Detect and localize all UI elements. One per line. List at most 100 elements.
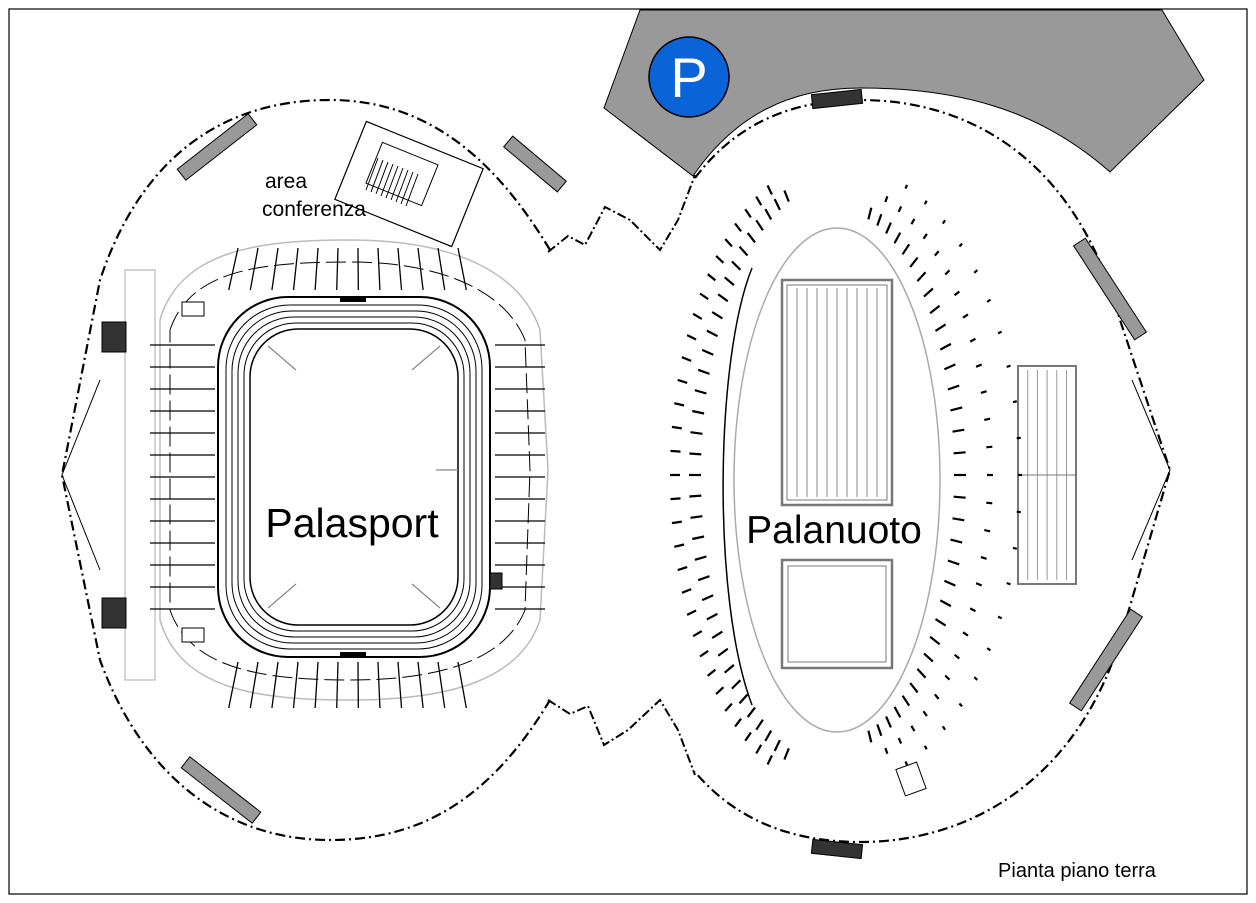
plan-line: [385, 165, 399, 199]
plan-line: [941, 725, 947, 731]
plan-line: [909, 256, 919, 268]
plan-line: [910, 725, 916, 732]
plan-line: [715, 255, 725, 264]
palasport-south-gate: [340, 652, 366, 658]
palasport-outer-wall: [60, 98, 551, 842]
plan-line: [699, 292, 709, 301]
plan-line: [731, 260, 742, 271]
plan-line: [943, 579, 956, 587]
plan-line: [764, 729, 773, 742]
plan-line: [690, 515, 703, 519]
plan-line: [292, 247, 299, 291]
plan-line: [885, 716, 892, 728]
plan-line: [933, 693, 940, 700]
palanuoto-stand-ne: [1072, 237, 1148, 341]
palasport-corner-marks: [267, 345, 458, 609]
palasport-west-ramp: [124, 269, 156, 681]
plan-line: [715, 686, 725, 695]
plan-line: [706, 329, 719, 338]
palasport-stand-sw: [180, 756, 262, 824]
palanuoto-north-entrance: [810, 88, 864, 110]
plan-line: [692, 312, 703, 320]
palasport-track-lane-2: [231, 310, 477, 644]
palasport-west-wedge: [61, 379, 101, 571]
plan-line: [897, 205, 903, 213]
plan-line: [681, 588, 692, 594]
plan-line: [986, 501, 993, 505]
plan-line: [249, 247, 259, 291]
plan-line: [944, 269, 951, 276]
conference-label-line2: conferenza: [262, 198, 366, 221]
plan-line: [901, 243, 911, 255]
palasport-track-lane-1: [225, 304, 483, 650]
plan-line: [975, 363, 983, 368]
plan-line: [958, 702, 963, 708]
palasport-arena-floor: [249, 328, 459, 626]
plan-line: [692, 409, 705, 415]
plan-line: [228, 661, 239, 709]
plan-line: [997, 615, 1003, 620]
plan-line: [923, 745, 928, 750]
palasport-label: Palasport: [265, 500, 439, 546]
plan-line: [400, 171, 414, 205]
plan-line: [717, 647, 729, 657]
plan-line: [670, 497, 681, 501]
plan-line: [929, 635, 941, 646]
plan-line: [744, 731, 752, 742]
plan-line: [755, 195, 763, 206]
palasport-north-gate: [340, 296, 366, 302]
plan-line: [755, 219, 764, 231]
plan-line: [1012, 546, 1018, 550]
plan-line: [969, 337, 977, 343]
plan-line: [746, 232, 756, 244]
plan-line: [986, 298, 992, 303]
plan-line: [314, 661, 319, 709]
palanuoto-label: Palanuoto: [746, 509, 922, 552]
plan-line: [686, 334, 697, 341]
parking-letter: P: [670, 46, 707, 109]
plan-line: [904, 184, 909, 190]
plan-line: [952, 517, 965, 522]
plan-line: [437, 247, 446, 291]
plan-line: [390, 167, 404, 201]
plan-line: [755, 719, 764, 731]
palasport-box-3: [489, 572, 503, 590]
plan-line: [944, 674, 951, 681]
plan-line: [876, 724, 883, 737]
plan-line: [674, 402, 685, 407]
palasport-track-lane-4: [243, 322, 465, 632]
plan-line: [731, 679, 742, 690]
plan-line: [701, 594, 714, 602]
plan-line: [734, 718, 742, 728]
plan-line: [953, 451, 966, 455]
connector-south: [547, 698, 696, 776]
plan-line: [958, 242, 963, 248]
plan-line: [933, 250, 940, 257]
palasport-tier-1: [169, 261, 531, 681]
plan-line: [980, 556, 987, 560]
plan-line: [943, 363, 956, 371]
plan-line: [692, 535, 705, 541]
plan-line: [397, 661, 403, 709]
plan-line: [671, 520, 682, 525]
plan-line: [314, 247, 319, 291]
plan-line: [723, 276, 735, 286]
plan-line: [980, 390, 987, 394]
plan-line: [697, 368, 710, 375]
plan-line: [417, 247, 424, 291]
plan-line: [1006, 581, 1011, 586]
plan-line: [953, 495, 966, 499]
plan-line: [923, 287, 934, 298]
plan-line: [744, 208, 752, 219]
plan-line: [336, 661, 339, 709]
plan-line: [746, 706, 756, 718]
plan-line: [395, 169, 409, 203]
plan-line: [723, 664, 735, 674]
plan-line: [885, 222, 892, 234]
plan-line: [923, 200, 928, 205]
plan-line: [997, 330, 1003, 335]
plan-line: [901, 695, 911, 707]
palanuoto-box: [895, 761, 927, 797]
plan-line: [711, 311, 723, 320]
